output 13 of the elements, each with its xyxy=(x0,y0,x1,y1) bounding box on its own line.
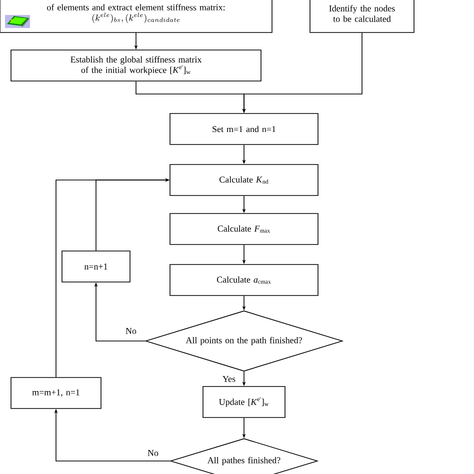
edge-label: No xyxy=(124,327,138,335)
process-box: of elements and extract element stiffness matrix: $(k^{ele})_{bs},(k^{ele})_{candidate}$ xyxy=(0,0,272,33)
process-box: m=m+1, n=1 xyxy=(10,377,102,409)
process-box: Calculate K$_{nd}$ xyxy=(170,164,318,196)
process-box: Identify the nodes to be calculated xyxy=(310,0,414,33)
process-box: Update [K$^{e'}$]$_{w}$ xyxy=(202,386,286,418)
process-box: Set m=1 and n=1 xyxy=(170,113,318,145)
edge-label: No xyxy=(146,449,160,457)
process-box: Calculate F$_{max}$ xyxy=(170,213,318,245)
edge-label: Yes xyxy=(221,375,237,383)
process-box: n=n+1 xyxy=(62,250,130,282)
process-box: Calculate a$_{cmax}$ xyxy=(170,264,318,296)
process-box: Establish the global stiffness matrix of the initial workpiece [K$^{e'}$]$_{w}$ xyxy=(10,50,262,82)
